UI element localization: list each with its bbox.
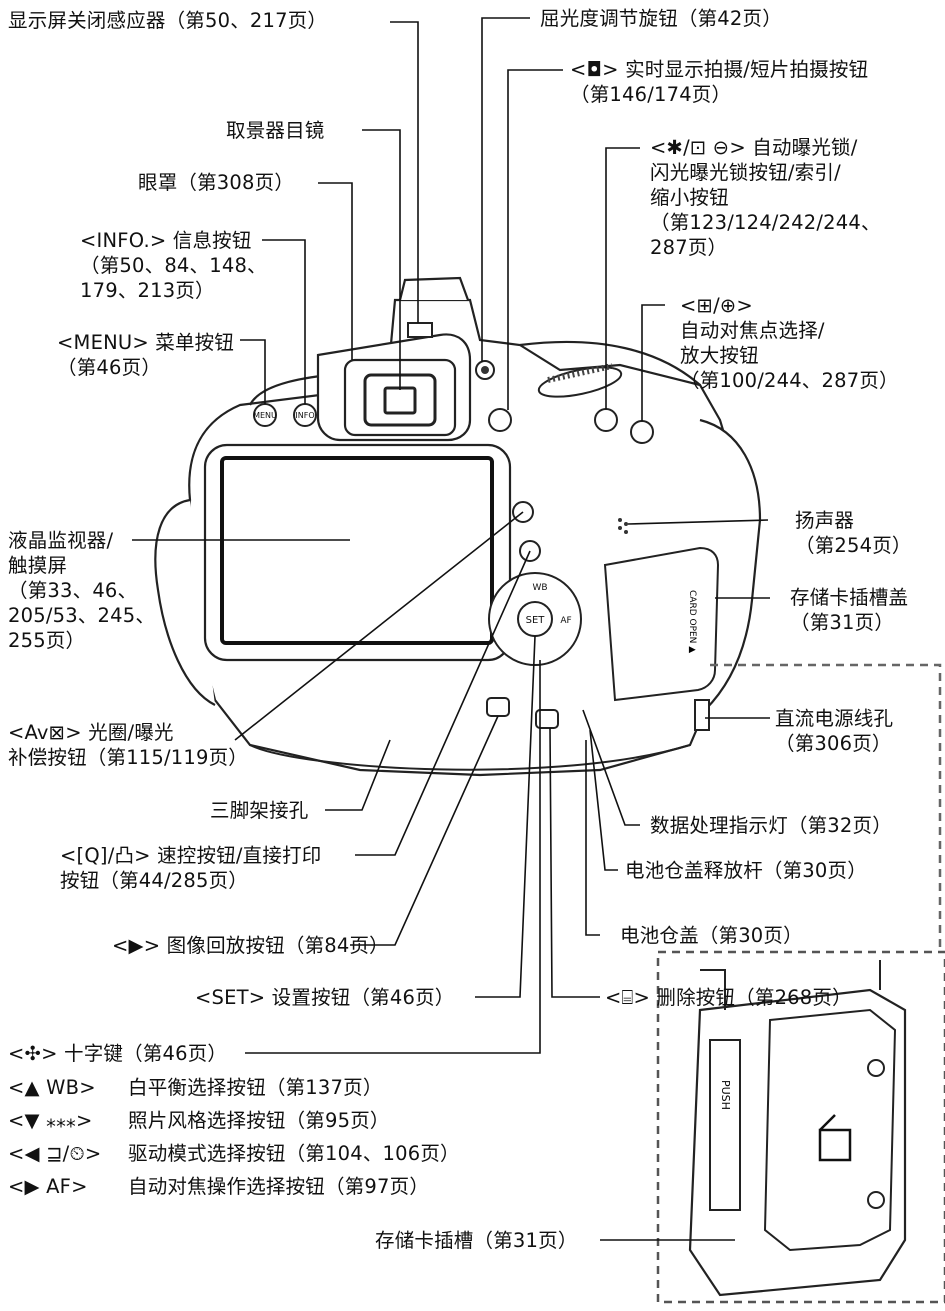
label-menu: <MENU> 菜单按钮 （第46页） xyxy=(57,331,235,379)
label-access-lamp: 数据处理指示灯（第32页） xyxy=(650,814,892,837)
menu-btn-mark: MENU xyxy=(253,411,277,420)
label-speaker: 扬声器 （第254页） xyxy=(795,509,912,557)
info-btn-mark: INFO xyxy=(295,411,314,420)
inset-connector xyxy=(710,663,942,952)
label-eyecup: 眼罩（第308页） xyxy=(138,171,295,194)
speaker-holes xyxy=(618,518,628,534)
label-tripod: 三脚架接孔 xyxy=(210,799,309,822)
liveview-button xyxy=(488,408,512,432)
label-diopter: 屈光度调节旋钮（第42页） xyxy=(540,7,782,30)
push-mark: PUSH xyxy=(719,1080,732,1110)
label-erase: <⌸> 删除按钮（第268页） xyxy=(605,986,852,1009)
cross-keys-title: <✣> 十字键（第46页） xyxy=(8,1042,228,1065)
ae-lock-button xyxy=(594,408,618,432)
erase-button xyxy=(535,709,559,729)
label-dc-port: 直流电源线孔 （第306页） xyxy=(775,707,894,755)
set-btn-mark: SET xyxy=(526,615,546,626)
wb-mark: WB xyxy=(532,583,547,593)
cross-key-row: <▼ ⁎⁎⁎>照片风格选择按钮（第95页） xyxy=(8,1109,390,1132)
af-mark: AF xyxy=(560,616,571,626)
label-av: <Av⊠> 光圈/曝光 补偿按钮（第115/119页） xyxy=(8,721,249,769)
eyecup xyxy=(316,333,472,442)
playback-button xyxy=(486,697,510,717)
label-viewfinder: 取景器目镜 xyxy=(226,119,325,142)
label-card-slot: 存储卡插槽（第31页） xyxy=(375,1229,578,1252)
av-button xyxy=(512,501,534,523)
label-display-off-sensor: 显示屏关闭感应器（第50、217页） xyxy=(8,9,328,32)
label-playback: <▶> 图像回放按钮（第84页） xyxy=(112,934,389,957)
label-battery-cover: 电池仓盖（第30页） xyxy=(620,924,803,947)
camera-buttons xyxy=(253,403,654,729)
label-card-cover: 存储卡插槽盖 （第31页） xyxy=(790,586,909,634)
card-slot-cover: CARD OPEN ▲ xyxy=(603,546,720,702)
label-set: <SET> 设置按钮（第46页） xyxy=(195,986,455,1009)
dc-coupler-port xyxy=(694,699,710,731)
label-af-point: <⊞/⊕> 自动对焦点选择/ 放大按钮 （第100/244、287页） xyxy=(680,294,899,392)
leader-lines xyxy=(132,17,770,1241)
main-dial xyxy=(537,363,623,398)
label-ae-lock: <✱/⊡ ⊖> 自动曝光锁/ 闪光曝光锁按钮/索引/ 缩小按钮 （第123/12… xyxy=(650,136,881,259)
label-quick-control: <[Q]/凸> 速控按钮/直接打印 按钮（第44/285页） xyxy=(60,844,322,892)
af-point-button xyxy=(630,420,654,444)
cross-key-row: <▲ WB>白平衡选择按钮（第137页） xyxy=(8,1076,383,1099)
cross-key-row: <▶ AF>自动对焦操作选择按钮（第97页） xyxy=(8,1175,430,1198)
card-open-mark: CARD OPEN ▲ xyxy=(687,590,697,653)
cross-keys-list: <▲ WB>白平衡选择按钮（第137页） <▼ ⁎⁎⁎>照片风格选择按钮（第95… xyxy=(8,1075,648,1207)
display-off-sensor xyxy=(407,322,433,338)
diopter-dial xyxy=(475,360,495,380)
label-info: <INFO.> 信息按钮 （第50、84、148、 179、213页） xyxy=(80,229,267,302)
lcd-monitor xyxy=(203,443,512,662)
label-lcd: 液晶监视器/ 触摸屏 （第33、46、 205/53、245、 255页） xyxy=(8,529,156,652)
cross-key-row: <◀ ⊒/⏲>驱动模式选择按钮（第104、106页） xyxy=(8,1142,460,1165)
bottom-plate xyxy=(249,744,691,771)
label-battery-lever: 电池仓盖释放杆（第30页） xyxy=(625,859,867,882)
card-slot-inset: PUSH xyxy=(656,950,945,1304)
label-liveview: <◘> 实时显示拍摄/短片拍摄按钮 （第146/174页） xyxy=(570,58,869,106)
